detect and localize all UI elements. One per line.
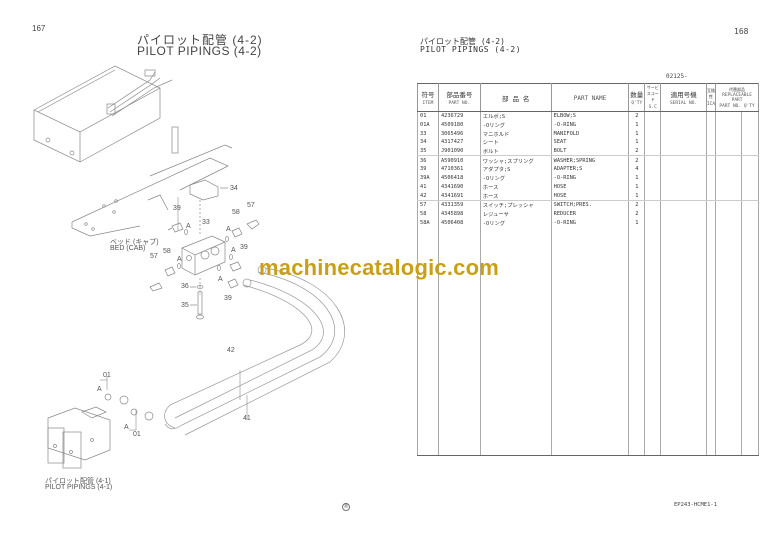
page-number: 167 [32, 24, 46, 33]
bracket-drawing [171, 126, 179, 154]
bed-label-jp: ベッド (キャブ) [110, 239, 159, 246]
oring-marker-a: A [186, 223, 191, 230]
callout-39: 39 [224, 295, 232, 302]
callout-39: 39 [173, 205, 181, 212]
oring-marker-a: A [231, 247, 236, 254]
cab-box-drawing [33, 65, 173, 163]
bed-label-en: BED (CAB) [110, 245, 146, 252]
ref-label-jp: パイロット配管 (4-1) [45, 478, 111, 485]
col-part-name: PART NAME [550, 83, 630, 112]
serial-range: 02125- [666, 73, 688, 80]
oring-marker-a: A [124, 424, 129, 431]
callout-58: 58 [163, 248, 171, 255]
callout-57: 57 [247, 202, 255, 209]
oring-marker-a: A [218, 276, 223, 283]
list-title-jp: パイロット配管 (4-2) [420, 37, 505, 46]
oring-marker-a: A [177, 256, 182, 263]
callout-39: 39 [240, 244, 248, 251]
left-page-diagram: 167 パイロット配管 (4-2) PILOT PIPINGS (4-2) [32, 24, 350, 511]
pilot-valve-drawing [47, 406, 111, 469]
seat-drawing [189, 179, 219, 201]
bed-plate-drawing [71, 144, 233, 237]
registered-mark: ® [342, 503, 350, 511]
oring-marker-a: A [97, 386, 102, 393]
right-page-parts-list: 168 パイロット配管 (4-2) PILOT PIPINGS (4-2) 02… [384, 0, 768, 542]
page-number: 168 [734, 27, 749, 36]
manifold-drawing [181, 235, 226, 276]
diagram-title-jp: パイロット配管 (4-2) [137, 33, 263, 47]
callout-01: 01 [133, 431, 141, 438]
callout-36: 36 [181, 283, 189, 290]
callout-57: 57 [150, 253, 158, 260]
list-title-en: PILOT PIPINGS (4-2) [420, 45, 522, 54]
hoses-drawing [164, 265, 346, 436]
fittings-drawing [149, 219, 260, 292]
ref-label-en: PILOT PIPINGS (4-1) [45, 484, 113, 491]
diagram-title-en: PILOT PIPINGS (4-2) [137, 44, 262, 58]
elbow-fittings-drawing [104, 393, 154, 421]
callout-41: 41 [243, 415, 251, 422]
callout-33: 33 [202, 219, 210, 226]
watermark: machinecatalogic.com [259, 255, 499, 280]
col-replaceable-part: 代替部品 REPLACEABLE PART PART NO. Q'TY [715, 83, 759, 112]
exploded-view-drawing [33, 65, 346, 469]
callout-58: 58 [232, 209, 240, 216]
table-empty-area [417, 226, 760, 456]
callout-42: 42 [227, 347, 235, 354]
leader-lines [100, 197, 248, 431]
col-name-jp: 部 品 名 [479, 83, 552, 112]
document-code: EP243-HCME1-1 [674, 502, 718, 508]
callout-35: 35 [181, 302, 189, 309]
callout-34: 34 [230, 185, 238, 192]
oring-marker-a: A [226, 226, 231, 233]
callout-01: 01 [103, 372, 111, 379]
